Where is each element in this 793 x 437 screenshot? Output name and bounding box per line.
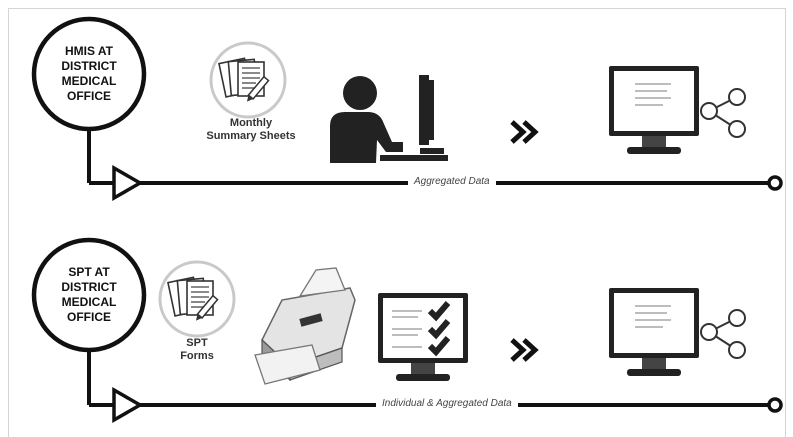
office-circle-spt — [31, 237, 147, 353]
arrow-head-icon — [112, 164, 144, 202]
person-at-computer-icon — [330, 75, 448, 163]
flow-label-aggregated: Aggregated Data — [408, 176, 496, 187]
office-line: OFFICE — [67, 89, 111, 103]
document-caption-spt: SPT Forms — [162, 337, 232, 363]
office-line: HMIS AT — [65, 44, 113, 58]
diagram-frame — [8, 8, 786, 437]
flow-label-individual-aggregated: Individual & Aggregated Data — [376, 398, 518, 409]
office-line: OFFICE — [67, 310, 111, 324]
double-chevron-icon — [512, 122, 535, 142]
office-line: DISTRICT — [61, 59, 117, 73]
office-label-spt: SPT AT DISTRICT MEDICAL OFFICE — [44, 265, 134, 325]
office-line: DISTRICT — [61, 280, 117, 294]
document-icon — [158, 260, 236, 338]
office-circle-hmis — [31, 16, 147, 132]
line-end-icon — [767, 175, 783, 191]
share-icon — [700, 88, 746, 138]
caption-line: Summary Sheets — [206, 130, 296, 142]
office-label-hmis: HMIS AT DISTRICT MEDICAL OFFICE — [44, 44, 134, 104]
double-chevron-icon — [512, 340, 535, 360]
arrow-head-icon — [112, 386, 144, 424]
office-line: MEDICAL — [61, 295, 117, 309]
monitor-icon — [609, 288, 699, 376]
caption-line: SPT — [186, 337, 208, 349]
scanner-icon — [254, 267, 356, 385]
office-line: MEDICAL — [61, 74, 117, 88]
caption-line: Forms — [180, 350, 214, 362]
share-icon — [700, 309, 746, 359]
document-icon — [209, 41, 287, 119]
caption-line: Monthly — [229, 117, 273, 129]
document-caption-monthly: Monthly Summary Sheets — [196, 117, 306, 143]
checklist-monitor-icon — [378, 293, 468, 381]
office-line: SPT AT — [68, 265, 110, 279]
monitor-icon — [609, 66, 699, 154]
line-end-icon — [767, 397, 783, 413]
